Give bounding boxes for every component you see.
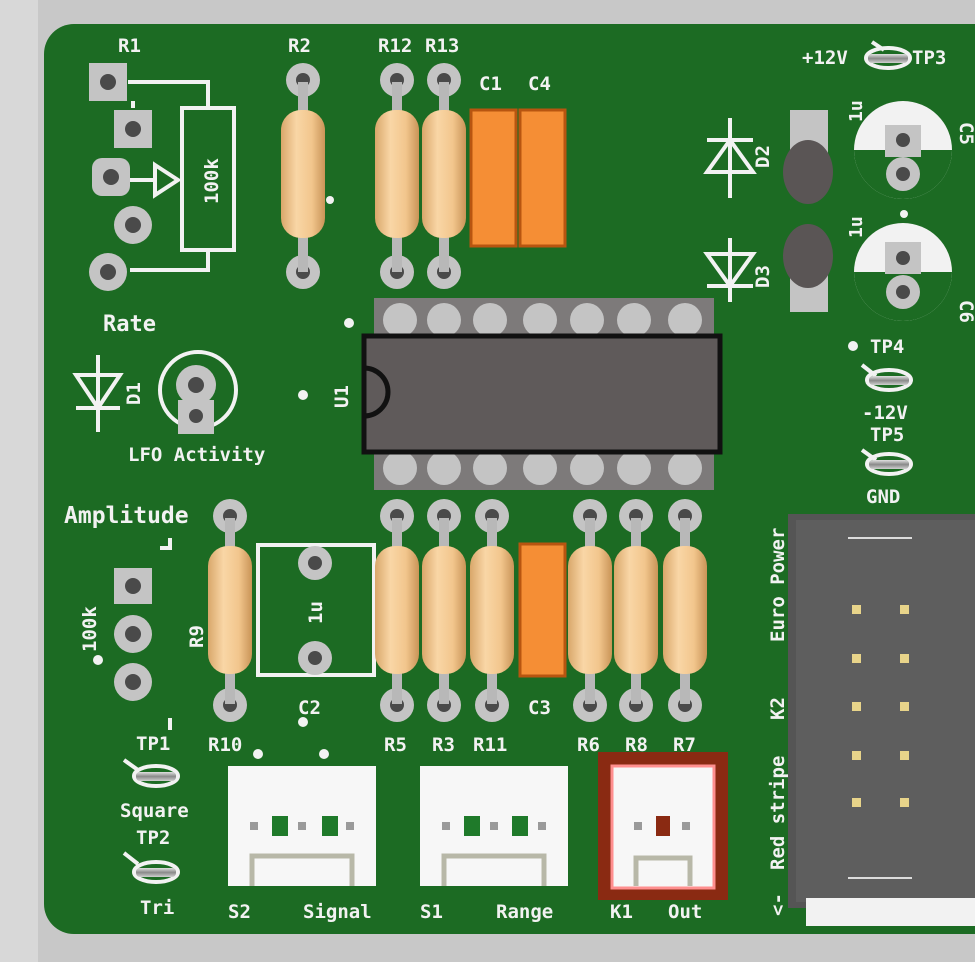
label-r10: R10 (208, 734, 242, 756)
label-tp5: TP5 (870, 424, 904, 446)
label-r8: R8 (625, 734, 648, 756)
pot-r1 (89, 63, 236, 291)
label-c3: C3 (528, 697, 551, 719)
label-arrow: <- (767, 893, 789, 916)
label-square: Square (120, 800, 189, 822)
label-s2: S2 (228, 901, 251, 923)
led-lfo-activity (158, 350, 238, 434)
label-tp4: TP4 (870, 336, 904, 358)
label-signal: Signal (303, 901, 372, 923)
label-u1: U1 (331, 385, 353, 408)
capacitor-c3 (518, 542, 567, 678)
testpoint-tp1 (122, 758, 180, 788)
label-tp1: TP1 (136, 733, 170, 755)
label-r5: R5 (384, 734, 407, 756)
label-c5-value: 1u (846, 100, 867, 122)
label-r3: R3 (432, 734, 455, 756)
label-c4: C4 (528, 73, 551, 95)
label-gnd: GND (866, 486, 900, 508)
diode-d3 (703, 238, 757, 302)
connector-s2 (228, 766, 376, 886)
capacitor-c1 (469, 108, 518, 248)
label-r7: R7 (673, 734, 696, 756)
label-tp2: TP2 (136, 827, 170, 849)
diode-d2 (703, 118, 757, 198)
label-k1: K1 (610, 901, 633, 923)
label-r11: R11 (473, 734, 507, 756)
capacitor-c2 (256, 543, 376, 677)
label-s1: S1 (420, 901, 443, 923)
resistor-r9 (208, 499, 252, 722)
resistor-r7 (663, 499, 707, 722)
label-amplitude: Amplitude (64, 503, 189, 529)
resistor-r8 (614, 499, 658, 722)
label-r12: R12 (378, 35, 412, 57)
capacitor-c6 (854, 223, 952, 321)
label-d3: D3 (752, 265, 774, 288)
testpoint-tp2 (122, 851, 180, 884)
label-rate: Rate (103, 312, 156, 337)
label-r13: R13 (425, 35, 459, 57)
label-c2-value: 1u (305, 601, 327, 624)
label-c6: C6 (955, 300, 975, 323)
ic-u1-top-pins (383, 303, 702, 346)
testpoint-tp3 (864, 40, 912, 70)
label-r6: R6 (577, 734, 600, 756)
label-d2: D2 (752, 145, 774, 168)
resistor-r3 (422, 499, 466, 722)
resistor-r2 (281, 63, 325, 289)
label-tp3-voltage: +12V (802, 47, 848, 69)
label-r1: R1 (118, 35, 141, 57)
label-range: Range (496, 901, 553, 923)
connector-s1 (420, 766, 568, 886)
label-c5: C5 (955, 122, 975, 145)
label-c1: C1 (479, 73, 502, 95)
header-k2 (788, 514, 975, 926)
label-c2: C2 (298, 697, 321, 719)
label-r1-value: 100k (201, 158, 223, 204)
resistor-r11 (470, 499, 514, 722)
label-k2: K2 (767, 697, 789, 720)
label-tri: Tri (140, 897, 174, 919)
capacitor-c5 (854, 101, 952, 199)
label-tp4-voltage: -12V (862, 402, 908, 424)
label-euro-power: Euro Power (767, 528, 789, 642)
resistor-r13 (422, 63, 466, 289)
label-pot2-value: 100k (79, 606, 101, 652)
diode-d2-pads (783, 110, 833, 312)
resistor-r5 (375, 499, 419, 722)
resistor-r6 (568, 499, 612, 722)
label-r9: R9 (186, 625, 208, 648)
pot-amplitude (114, 568, 152, 701)
connector-k1 (598, 752, 728, 900)
label-c6-value: 1u (846, 216, 867, 238)
resistor-r12 (375, 63, 419, 289)
testpoint-tp4 (860, 363, 913, 392)
capacitor-c4 (518, 108, 567, 248)
diode-d1 (72, 355, 124, 432)
label-lfo-activity: LFO Activity (128, 444, 265, 466)
label-out: Out (668, 901, 702, 923)
label-d1: D1 (123, 382, 145, 405)
label-tp3: TP3 (912, 47, 946, 69)
ic-u1-body (361, 333, 723, 455)
label-r2: R2 (288, 35, 311, 57)
testpoint-tp5 (860, 448, 913, 476)
label-red-stripe: Red stripe (767, 756, 789, 870)
